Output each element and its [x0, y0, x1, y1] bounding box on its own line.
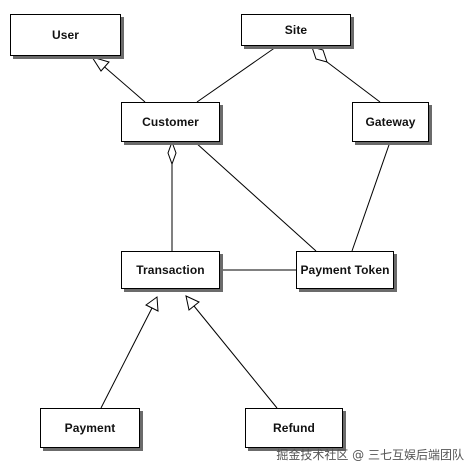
- class-user[interactable]: User: [10, 14, 121, 56]
- class-site[interactable]: Site: [241, 14, 351, 46]
- watermark-text: 掘金技术社区 @ 三七互娱后端团队: [276, 448, 464, 462]
- class-user-label: User: [51, 28, 80, 42]
- edge-customer-user: [99, 62, 146, 103]
- class-payment-token-label: Payment Token: [300, 263, 390, 277]
- class-refund-label: Refund: [273, 421, 315, 435]
- inheritance-arrow-transaction-left: [145, 296, 159, 312]
- class-payment-label: Payment: [64, 421, 116, 435]
- edge-gateway-payment-token: [351, 141, 391, 252]
- edge-customer-site: [196, 46, 277, 103]
- edge-customer-payment-token: [194, 141, 317, 252]
- inheritance-arrow-transaction-right: [185, 295, 200, 311]
- class-refund[interactable]: Refund: [245, 408, 343, 448]
- inheritance-arrow-user: [90, 56, 110, 72]
- aggregation-diamond-site: [311, 46, 328, 63]
- class-customer-label: Customer: [142, 115, 199, 129]
- class-payment-token[interactable]: Payment Token: [296, 251, 394, 289]
- aggregation-diamond-customer: [167, 140, 177, 166]
- class-transaction-label: Transaction: [136, 263, 205, 277]
- class-site-label: Site: [284, 23, 308, 37]
- edge-refund-transaction: [193, 305, 278, 409]
- class-gateway[interactable]: Gateway: [352, 102, 429, 142]
- edge-site-gateway: [326, 61, 381, 103]
- class-transaction[interactable]: Transaction: [121, 251, 220, 289]
- class-customer[interactable]: Customer: [121, 102, 220, 142]
- class-gateway-label: Gateway: [365, 115, 416, 129]
- edge-payment-transaction: [100, 307, 153, 409]
- class-payment[interactable]: Payment: [40, 408, 140, 448]
